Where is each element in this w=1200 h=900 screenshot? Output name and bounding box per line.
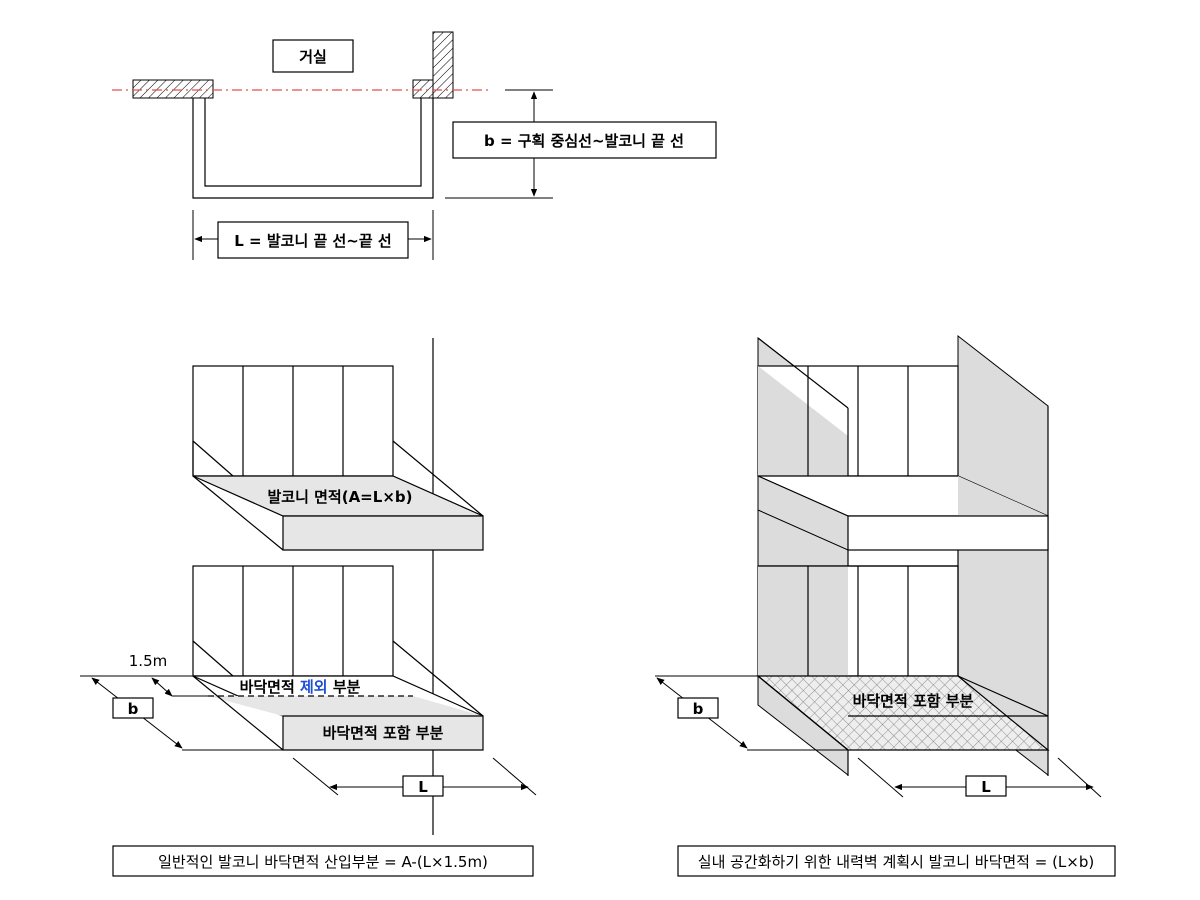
b-tag: b [128, 700, 139, 718]
lower-slab-diag-left [192, 640, 234, 677]
b-tag-box [112, 697, 154, 719]
lower-slab-side [192, 675, 284, 751]
b-definition-box [452, 121, 717, 159]
upper-slab-diag-left [192, 440, 234, 477]
right-wall-column [432, 31, 454, 99]
excluded-area-label: 바닥면적 제외 부분 [240, 678, 361, 696]
balcony-area-label: 발코니 면적(A=L×b) [268, 488, 413, 506]
interior-included-label: 바닥면적 포함 부분 [853, 692, 974, 710]
L-ext-left [292, 757, 339, 796]
balcony-outer-line [192, 98, 434, 199]
L-tag-box [402, 775, 444, 797]
interior-upper-slab-front [847, 515, 1049, 551]
interior-case-view: 바닥면적 포함 부분 b L 실내 공간화하기 위한 내력벽 계획시 발코니 바… [655, 334, 1116, 877]
upper-slab-diag-right [392, 440, 484, 517]
dim-15m-arrow [151, 677, 173, 697]
plan-view: 거실 b = 구획 중심선~발코니 끝 선 L = 발코니 끝 선~끝 선 [112, 31, 717, 260]
interior-b-tag-box [677, 697, 719, 719]
interior-caption-box [677, 845, 1116, 877]
upper-balcony-slab-front [282, 515, 484, 551]
interior-L-ext-right [1057, 757, 1102, 798]
upper-slab-side [192, 475, 284, 551]
included-area-label: 바닥면적 포함 부분 [323, 724, 444, 742]
b-definition-text: b = 구획 중심선~발코니 끝 선 [484, 132, 684, 150]
included-floor-region [208, 696, 483, 716]
general-caption: 일반적인 발코니 바닥면적 산입부분 = A-(L×1.5m) [158, 853, 488, 871]
room-label: 거실 [299, 48, 327, 66]
room-label-box [272, 39, 354, 73]
right-wall-section [412, 79, 434, 99]
L-definition-text: L = 발코니 끝 선~끝 선 [234, 232, 391, 250]
interior-L-tag-box [965, 775, 1007, 797]
left-wall-section [132, 79, 214, 99]
general-case-view: 발코니 면적(A=L×b) 바닥면적 제외 부분 바닥면적 포함 부분 1.5m… [80, 338, 537, 877]
interior-L-tag: L [981, 778, 991, 796]
interior-b-tag: b [693, 700, 704, 718]
lower-balcony-slab-front [282, 715, 484, 751]
L-definition-box [217, 221, 409, 259]
lower-slab-diag-right [392, 640, 484, 717]
balcony-inner-line [204, 98, 422, 187]
interior-caption: 실내 공간화하기 위한 내력벽 계획시 발코니 바닥면적 = (L×b) [698, 853, 1094, 871]
interior-L-ext-left [857, 757, 904, 798]
general-caption-box [112, 845, 534, 877]
L-tag: L [418, 778, 428, 796]
dim-15m-label: 1.5m [129, 652, 167, 670]
L-ext-right [492, 757, 537, 796]
